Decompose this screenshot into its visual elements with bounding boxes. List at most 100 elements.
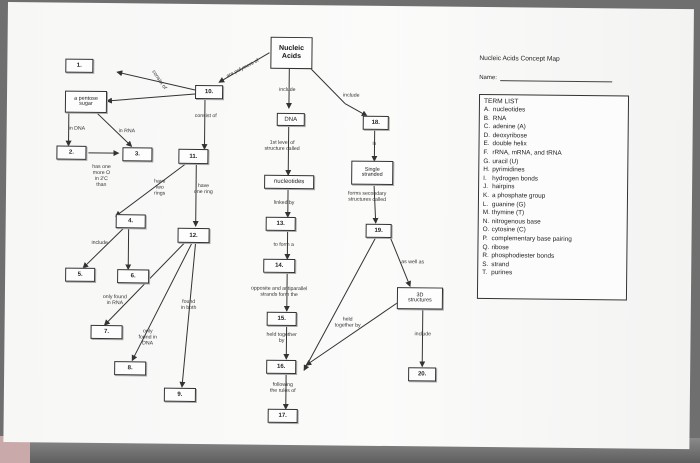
link-to-form-a: to form a (273, 241, 294, 249)
blank-box-17[interactable]: 17. (267, 408, 298, 424)
link-held-together-by-a: held together by (266, 331, 297, 344)
node-3d-structures: 3D structures (396, 287, 444, 310)
term-letter: C. (483, 123, 491, 131)
node-pentose-sugar: a pentose sugar (64, 90, 108, 114)
worksheet-page: Nucleic Acids 1. 2. 3. 4. 5. 6. 7. 8. 9.… (3, 2, 694, 450)
blank-box-18[interactable]: 18. (362, 115, 389, 130)
name-blank-line[interactable] (499, 74, 612, 83)
link-consist-of-b: consist of (194, 112, 217, 120)
link-opposite-antiparallel: opposite and antiparallel strands form t… (250, 285, 308, 299)
link-first-level: 1st level of structure called (264, 139, 300, 153)
blank-box-15[interactable]: 15. (266, 311, 297, 327)
term-text: purines (491, 269, 513, 277)
link-in-dna: in DNA (68, 125, 86, 132)
term-text: thymine (T) (491, 209, 525, 217)
blank-box-7[interactable]: 7. (90, 324, 123, 340)
link-following-rules: following the rules of (269, 381, 296, 395)
link-held-together-by-b: held together by (334, 316, 361, 329)
term-letter: P. (482, 234, 488, 242)
blank-box-10[interactable]: 10. (194, 84, 224, 100)
link-include-rna: include (343, 92, 360, 99)
worksheet-title: Nucleic Acids Concept Map (479, 54, 560, 63)
term-text: guanine (G) (491, 200, 526, 208)
term-text: nucleotides (492, 106, 526, 114)
term-letter: A. (483, 105, 490, 114)
term-text: cytosine (C) (491, 226, 526, 234)
term-text: phosphodiester bonds (491, 252, 555, 260)
term-text: ribose (491, 243, 509, 251)
blank-box-20[interactable]: 20. (408, 367, 437, 382)
term-letter: T. (482, 269, 488, 277)
central-line-1: Nucleic (279, 44, 305, 52)
link-in-rna: in RNA (118, 128, 136, 135)
link-have-two-rings: have two rings (153, 178, 166, 197)
term-letter: J. (483, 183, 489, 191)
link-forms-secondary: forms secondary structures called (347, 190, 387, 203)
name-row: Name: (479, 74, 612, 83)
term-letter: H. (483, 166, 490, 174)
link-is: is (372, 140, 377, 147)
link-have-one-ring: have one ring (193, 182, 213, 196)
blank-box-11[interactable]: 11. (178, 148, 209, 165)
blank-box-3[interactable]: 3. (122, 147, 153, 162)
central-line-2: Acids (281, 52, 302, 61)
term-text: RNA (492, 114, 507, 122)
blank-box-5[interactable]: 5. (65, 267, 96, 282)
link-only-found-rna: only found in RNA (102, 294, 127, 307)
link-linked-by: linked by (273, 199, 295, 207)
term-text: complementary base pairing (491, 234, 572, 243)
link-as-well-as: as well as (401, 259, 425, 266)
term-list-heading: TERM LIST (483, 97, 519, 106)
link-only-found-dna: only found in DNA (138, 328, 157, 347)
term-text: deoxyribose (492, 131, 528, 140)
blank-box-2[interactable]: 2. (56, 145, 87, 160)
term-text: hairpins (492, 183, 515, 191)
node-single-stranded: Single stranded (351, 160, 394, 186)
blank-box-14[interactable]: 14. (263, 258, 296, 274)
term-text: rRNA, mRNA, and tRNA (492, 149, 562, 157)
blank-box-1[interactable]: 1. (65, 58, 94, 73)
blank-box-16[interactable]: 16. (266, 359, 297, 375)
term-letter: L. (482, 200, 489, 208)
term-letter: Q. (482, 243, 490, 251)
node-dna: DNA (276, 112, 305, 127)
term-letter: G. (483, 157, 491, 165)
link-include-3d: include (414, 331, 432, 338)
term-letter: M. (482, 209, 490, 217)
node-nucleotides: nucleotides (264, 174, 315, 190)
term-text: hydrogen bonds (492, 174, 539, 183)
term-text: double helix (492, 140, 527, 148)
term-letter: K. (482, 191, 490, 199)
term-letter: D. (483, 131, 491, 139)
term-letter: E. (483, 140, 490, 148)
concept-map-lines (65, 52, 426, 410)
term-letter: R. (482, 252, 489, 260)
blank-box-13[interactable]: 13. (265, 216, 296, 232)
link-include-dna: include (279, 86, 296, 94)
term-text: strand (491, 260, 510, 268)
link-found-in-both: found in both (180, 298, 197, 311)
term-letter: I. (483, 174, 487, 182)
blank-box-19[interactable]: 19. (365, 223, 392, 239)
blank-box-8[interactable]: 8. (114, 361, 147, 376)
term-text: nitrogenous base (491, 217, 541, 226)
term-list-item: T.purines (482, 269, 622, 279)
link-has-one-more: has one more O in 2'C than (92, 163, 111, 188)
name-label: Name: (479, 74, 497, 82)
term-text: pyrimidines (492, 166, 525, 174)
term-text: adenine (A) (492, 123, 526, 131)
blank-box-4[interactable]: 4. (115, 214, 146, 229)
term-letter: N. (482, 217, 490, 225)
term-letter: F. (483, 148, 489, 157)
term-letter: S. (482, 260, 489, 268)
term-text: uracil (U) (492, 157, 519, 165)
term-letter: B. (483, 114, 490, 122)
blank-box-9[interactable]: 9. (163, 387, 196, 402)
central-node-nucleic-acids: Nucleic Acids (270, 36, 313, 70)
blank-box-12[interactable]: 12. (177, 227, 210, 244)
blank-box-6[interactable]: 6. (117, 269, 150, 284)
term-letter: O. (482, 226, 490, 234)
term-text: a phosphate group (491, 192, 546, 200)
